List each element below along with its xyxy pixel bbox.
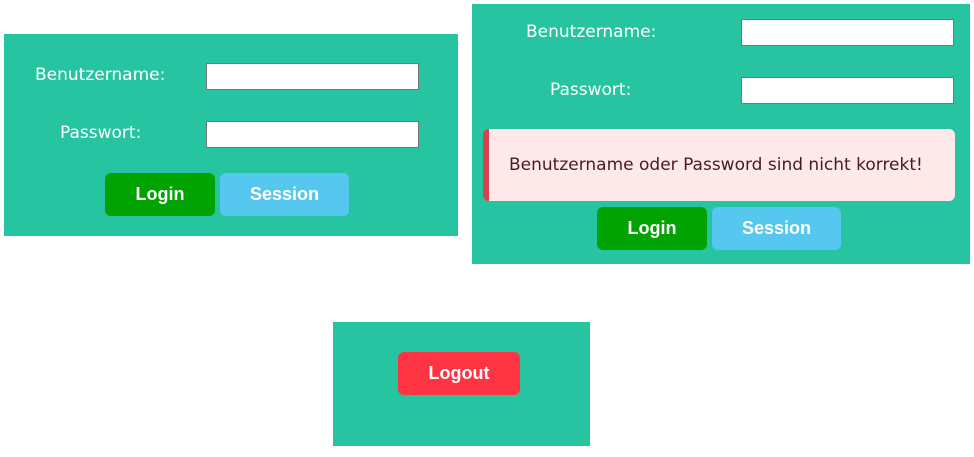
logout-button[interactable]: Logout: [398, 352, 520, 395]
password-input[interactable]: [741, 77, 954, 104]
session-button[interactable]: Session: [220, 173, 349, 216]
login-button[interactable]: Login: [105, 173, 215, 216]
username-input[interactable]: [741, 19, 954, 46]
username-input[interactable]: [206, 63, 419, 90]
password-input[interactable]: [206, 121, 419, 148]
username-label: Benutzername:: [35, 65, 166, 85]
session-button[interactable]: Session: [712, 207, 841, 250]
login-panel: Benutzername: Passwort: Login Session: [4, 34, 458, 236]
logout-panel: Logout: [333, 322, 590, 446]
password-label: Passwort:: [60, 123, 142, 143]
username-label: Benutzername:: [526, 22, 657, 42]
error-message: Benutzername oder Password sind nicht ko…: [509, 155, 923, 175]
login-panel-error: Benutzername: Passwort: Benutzername ode…: [472, 4, 970, 264]
password-label: Passwort:: [550, 80, 632, 100]
login-button[interactable]: Login: [597, 207, 707, 250]
error-alert: Benutzername oder Password sind nicht ko…: [483, 129, 955, 201]
